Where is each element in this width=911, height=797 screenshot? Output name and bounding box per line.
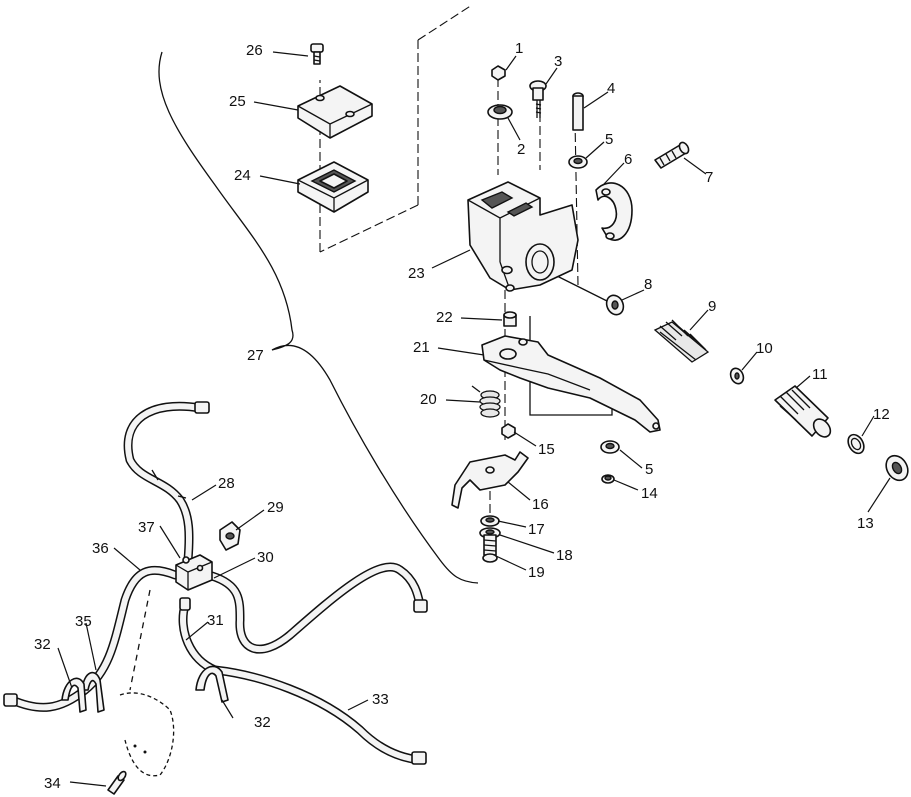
junction-block-37 xyxy=(175,554,213,591)
bushing-22 xyxy=(503,311,517,327)
washer-8 xyxy=(605,294,625,316)
brake-hose-30 xyxy=(207,562,428,654)
bolt-3 xyxy=(529,80,547,118)
callout-12: 12 xyxy=(873,406,890,423)
callout-8: 8 xyxy=(644,276,652,293)
mounting-plate-outline xyxy=(119,692,175,777)
callout-10: 10 xyxy=(756,340,773,357)
clamp-6 xyxy=(595,182,633,241)
callout-22: 22 xyxy=(436,309,453,326)
washer-5-top xyxy=(568,155,588,169)
screw-26 xyxy=(310,43,324,65)
callout-32-right: 32 xyxy=(254,714,271,731)
callout-34: 34 xyxy=(44,775,61,792)
brake-hose-31 xyxy=(178,597,220,675)
master-cylinder-body-23 xyxy=(467,181,579,292)
spring-20 xyxy=(471,385,501,418)
callout-leaders xyxy=(57,51,891,787)
brake-hose-36 xyxy=(3,565,180,712)
callout-9: 9 xyxy=(708,298,716,315)
nut-15 xyxy=(501,423,516,439)
callout-31: 31 xyxy=(207,612,224,629)
nut-14 xyxy=(601,474,615,484)
callout-26: 26 xyxy=(246,42,263,59)
callout-32-left: 32 xyxy=(34,636,51,653)
piston-11 xyxy=(774,385,832,438)
callout-4: 4 xyxy=(607,80,615,97)
lever-21 xyxy=(481,335,661,433)
group-bracket-27 xyxy=(158,51,479,584)
callout-3: 3 xyxy=(554,53,562,70)
pin-4 xyxy=(572,92,584,131)
callout-14: 14 xyxy=(641,485,658,502)
callout-1: 1 xyxy=(515,40,523,57)
clip-32-right xyxy=(195,665,229,703)
ring-12 xyxy=(847,433,865,455)
callout-18: 18 xyxy=(556,547,573,564)
callout-2: 2 xyxy=(517,141,525,158)
callout-25: 25 xyxy=(229,93,246,110)
callout-16: 16 xyxy=(532,496,549,513)
callout-23: 23 xyxy=(408,265,425,282)
callout-17: 17 xyxy=(528,521,545,538)
reservoir-cover-25 xyxy=(297,85,373,139)
bolt-19 xyxy=(482,534,498,563)
washer-17 xyxy=(480,515,500,527)
callout-24: 24 xyxy=(234,167,251,184)
bracket-16 xyxy=(451,451,529,509)
callout-labels: 1 2 3 4 5 5 6 7 8 9 10 11 12 13 14 15 16… xyxy=(34,40,890,792)
clip-32-left xyxy=(61,677,87,713)
assembly-guide-lines xyxy=(129,4,616,691)
callout-7: 7 xyxy=(705,169,713,186)
boot-2 xyxy=(487,104,513,120)
screw-34 xyxy=(107,770,127,795)
diaphragm-24 xyxy=(297,161,369,213)
washer-5-bottom xyxy=(600,440,620,454)
callout-36: 36 xyxy=(92,540,109,557)
callout-20: 20 xyxy=(420,391,437,408)
seal-10 xyxy=(729,367,745,385)
brake-hose-28 xyxy=(123,401,210,565)
callout-37: 37 xyxy=(138,519,155,536)
callout-28: 28 xyxy=(218,475,235,492)
spring-9 xyxy=(653,319,710,363)
brake-hose-33 xyxy=(210,665,427,765)
callout-29: 29 xyxy=(267,499,284,516)
callout-13: 13 xyxy=(857,515,874,532)
cap-13 xyxy=(885,454,909,482)
callout-15: 15 xyxy=(538,441,555,458)
fitting-29 xyxy=(219,521,241,551)
callout-35: 35 xyxy=(75,613,92,630)
callout-27: 27 xyxy=(247,347,264,364)
callout-5-top: 5 xyxy=(605,131,613,148)
callout-21: 21 xyxy=(413,339,430,356)
cap-1 xyxy=(491,65,506,81)
screw-7 xyxy=(654,141,690,169)
clip-35 xyxy=(81,671,105,713)
callout-6: 6 xyxy=(624,151,632,168)
callout-19: 19 xyxy=(528,564,545,581)
callout-11: 11 xyxy=(812,366,828,383)
callout-33: 33 xyxy=(372,691,389,708)
callout-30: 30 xyxy=(257,549,274,566)
callout-5-bottom: 5 xyxy=(645,461,653,478)
